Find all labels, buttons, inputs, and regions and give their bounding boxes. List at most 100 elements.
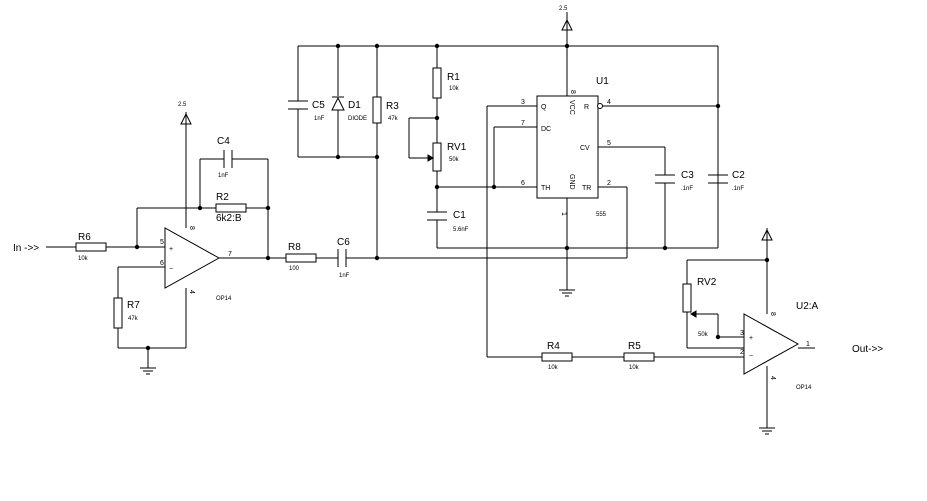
r5-value: 10k [629, 365, 640, 371]
opamp-left-pin-8: 8 [188, 226, 195, 230]
r8-ref: R8 [288, 242, 301, 253]
opamp-right-minus: − [749, 353, 753, 360]
rv2-value: 50k [698, 332, 709, 338]
opamp-right-pin-1: 1 [806, 341, 810, 348]
r4-ref: R4 [547, 341, 560, 352]
opamp-right-pin-8: 8 [769, 312, 776, 316]
u1-pin-num-5: 5 [607, 140, 611, 147]
u1-pin-tr: TR [582, 185, 591, 192]
opamp-left-pin-6: 6 [160, 260, 164, 267]
opamp-left-pin-5: 5 [160, 239, 164, 246]
u1-pin-num-3: 3 [521, 99, 525, 106]
potentiometer-rv1: RV1 50k [427, 142, 467, 172]
rv1-ref: RV1 [447, 142, 467, 153]
opamp-left-value: OP14 [216, 296, 232, 302]
resistor-r4: R4 10k [541, 341, 573, 371]
timer-u1: U1 555 Q DC TH R CV TR VCC GND 3 7 6 8 1… [521, 46, 611, 218]
supply-right [761, 228, 773, 314]
opamp-right-pin-3: 3 [740, 330, 744, 337]
r7-ref: R7 [127, 300, 140, 311]
resistor-r2: R2 6k2:B [215, 192, 247, 224]
u2a-value: OP14 [796, 385, 812, 391]
capacitor-c3: C3 .1nF [655, 170, 694, 192]
u1-pin-r: R [584, 104, 589, 111]
opamp-right-plus: + [749, 335, 753, 342]
resistor-r3: R3 47k [372, 96, 399, 124]
opamp-right-pin-4: 4 [769, 376, 776, 380]
u1-value: 555 [596, 212, 607, 218]
u1-pin-cv: CV [580, 145, 590, 152]
ground-left [140, 348, 156, 375]
resistor-r6: R6 10k [75, 232, 107, 262]
r2-ref: R2 [216, 192, 229, 203]
output-port-label: Out->> [852, 344, 883, 355]
r1-ref: R1 [447, 72, 460, 83]
u1-pin-q: Q [541, 104, 547, 111]
u2a-ref: U2:A [796, 301, 819, 312]
u1-pin-th: TH [541, 185, 550, 192]
opamp-left-minus: − [169, 266, 173, 273]
rv2-ref: RV2 [697, 277, 717, 288]
r7-value: 47k [128, 316, 139, 322]
c4-value: 1nF [218, 173, 229, 179]
diode-d1: D1 DIODE [331, 96, 367, 122]
c2-ref: C2 [732, 170, 745, 181]
c2-value: .1nF [732, 186, 744, 192]
c6-ref: C6 [337, 237, 350, 248]
r1-value: 10k [449, 86, 460, 92]
wires [46, 45, 815, 358]
rv1-value: 50k [449, 157, 460, 163]
c3-ref: C3 [681, 170, 694, 181]
d1-value: DIODE [348, 116, 367, 122]
u1-pin-num-4: 4 [607, 99, 611, 106]
resistor-r7: R7 47k [113, 297, 140, 329]
ground-right [759, 366, 775, 435]
u1-pin-num-8: 8 [569, 90, 576, 94]
input-port-label: In ->> [13, 243, 39, 254]
opamp-left-plus: + [169, 246, 173, 253]
u1-pin-num-1: 1 [560, 212, 567, 216]
u1-pin-num-7: 7 [521, 120, 525, 127]
r5-ref: R5 [628, 341, 641, 352]
ground-timer [559, 198, 575, 297]
c3-value: .1nF [681, 186, 693, 192]
u1-pin-num-6: 6 [521, 180, 525, 187]
resistor-r8: R8 100 [285, 242, 317, 272]
supply-left: 2.5 [178, 102, 192, 228]
capacitor-c1: C1 5.6nF [427, 210, 469, 233]
capacitor-c6: C6 1nF [337, 237, 350, 279]
opamp-left-pin-7: 7 [228, 251, 232, 258]
supply-left-label: 2.5 [178, 102, 187, 108]
capacitor-c4: C4 1nF [217, 136, 233, 179]
r4-value: 10k [548, 365, 559, 371]
capacitor-c5: C5 1nF [288, 100, 325, 122]
u1-pin-dc: DC [541, 126, 551, 133]
d1-ref: D1 [348, 100, 361, 111]
opamp-right-pin-2: 2 [740, 349, 744, 356]
r6-value: 10k [78, 256, 89, 262]
capacitor-c2: C2 .1nF [708, 170, 745, 192]
r3-value: 47k [388, 116, 399, 122]
u1-ref: U1 [596, 76, 609, 87]
u1-pin-gnd: GND [568, 174, 575, 190]
supply-top: 2.5 [559, 6, 573, 46]
potentiometer-rv2: RV2 50k [682, 277, 717, 338]
opamp-left-pin-4: 4 [188, 290, 195, 294]
c6-value: 1nF [339, 273, 350, 279]
resistor-r1: R1 10k [432, 67, 460, 99]
r3-ref: R3 [386, 101, 399, 112]
c1-value: 5.6nF [453, 227, 469, 233]
supply-top-label: 2.5 [559, 6, 568, 12]
c5-ref: C5 [312, 100, 325, 111]
r8-value: 100 [289, 266, 300, 272]
c1-ref: C1 [453, 210, 466, 221]
opamp-u2a: + − 3 2 1 8 4 U2:A OP14 [740, 301, 819, 391]
r6-ref: R6 [78, 232, 91, 243]
u1-pin-num-2: 2 [607, 180, 611, 187]
r2-value: 6k2:B [216, 213, 242, 224]
opamp-left: + − 5 6 7 8 4 OP14 [160, 226, 232, 302]
c4-ref: C4 [217, 136, 230, 147]
c5-value: 1nF [314, 116, 325, 122]
u1-pin-vcc: VCC [568, 100, 575, 115]
